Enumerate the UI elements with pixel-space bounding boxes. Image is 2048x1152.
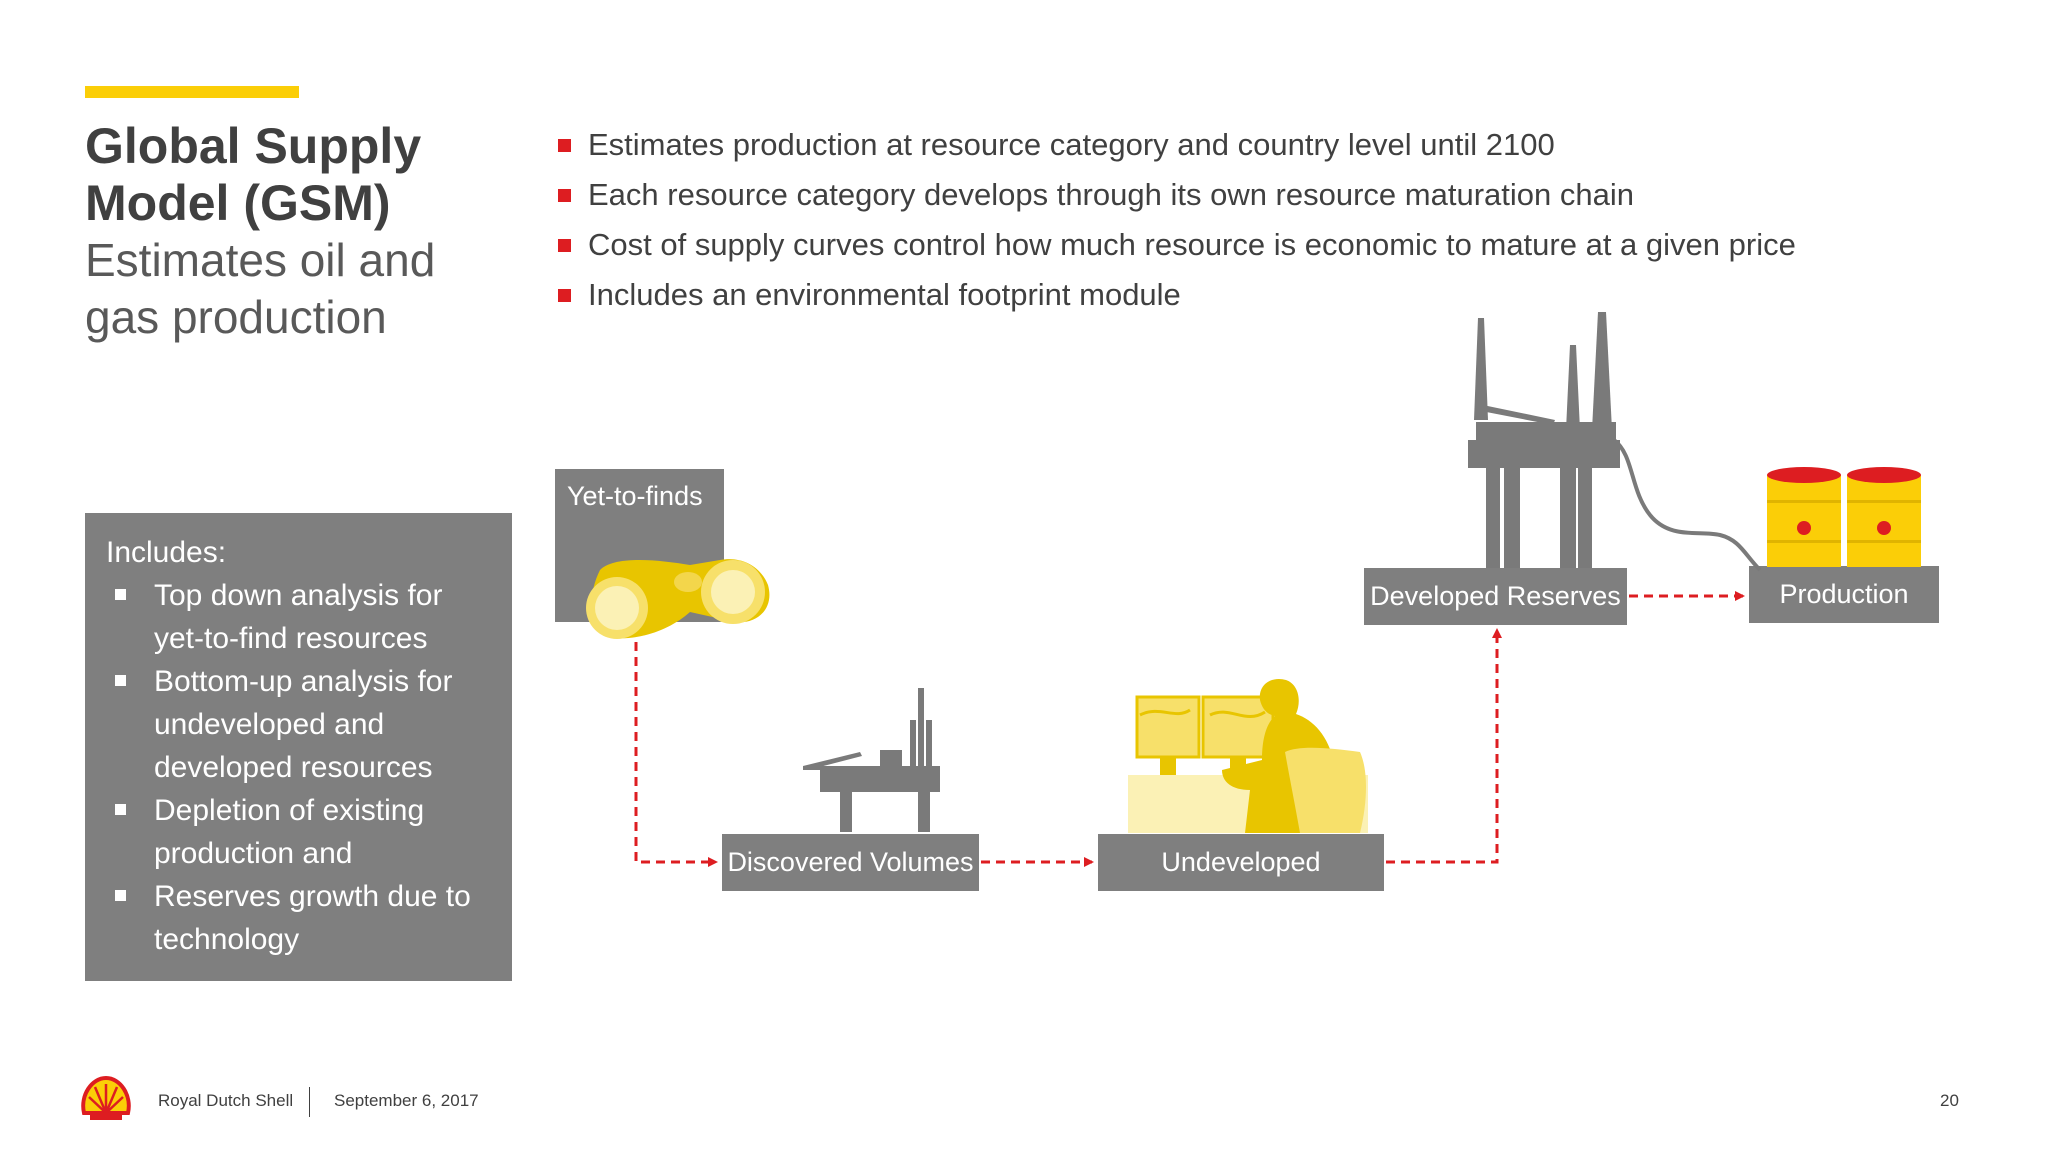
flow-arrows xyxy=(634,591,1745,867)
bullet-square-icon xyxy=(115,675,126,686)
includes-item-text: Top down analysis for yet-to-find resour… xyxy=(154,579,443,655)
title-accent-bar xyxy=(85,86,299,98)
bullet-square-icon xyxy=(115,589,126,600)
includes-list: Top down analysis for yet-to-find resour… xyxy=(106,574,492,961)
includes-panel: Includes: Top down analysis for yet-to-f… xyxy=(85,513,512,981)
includes-item-text: Reserves growth due to technology xyxy=(154,880,471,956)
arrow-undeveloped-to-developed xyxy=(1386,628,1502,864)
node-developed-reserves: Developed Reserves xyxy=(1364,568,1627,625)
includes-item: Top down analysis for yet-to-find resour… xyxy=(106,574,492,660)
key-point: Cost of supply curves control how much r… xyxy=(556,220,1796,270)
oil-barrels-icon xyxy=(1767,467,1921,567)
node-undeveloped: Undeveloped xyxy=(1098,834,1384,891)
includes-item-text: Bottom-up analysis for undeveloped and d… xyxy=(154,665,453,784)
includes-item: Reserves growth due to technology xyxy=(106,875,492,961)
node-yet-to-finds: Yet-to-finds xyxy=(555,469,724,622)
shell-logo-icon xyxy=(81,1075,131,1120)
node-production: Production xyxy=(1749,566,1939,623)
bullet-square-icon xyxy=(115,890,126,901)
node-label: Yet-to-finds xyxy=(567,481,703,511)
slide-title: Global Supply Model (GSM) xyxy=(85,118,422,231)
node-label: Undeveloped xyxy=(1161,847,1321,877)
bullet-square-icon xyxy=(558,289,571,302)
node-label: Discovered Volumes xyxy=(727,847,974,877)
key-point-text: Each resource category develops through … xyxy=(588,177,1634,212)
key-point-text: Estimates production at resource categor… xyxy=(588,127,1555,162)
node-discovered-volumes: Discovered Volumes xyxy=(722,834,979,891)
footer-divider xyxy=(309,1087,310,1117)
key-point: Includes an environmental footprint modu… xyxy=(556,270,1796,320)
key-points-list: Estimates production at resource categor… xyxy=(556,120,1796,320)
arrow-yet-to-discovered xyxy=(634,642,718,867)
includes-item-text: Depletion of existing production and xyxy=(154,794,425,870)
footer-date: September 6, 2017 xyxy=(334,1091,479,1110)
includes-item: Bottom-up analysis for undeveloped and d… xyxy=(106,660,492,789)
key-point: Each resource category develops through … xyxy=(556,170,1796,220)
slide-subtitle: Estimates oil and gas production xyxy=(85,234,436,343)
page-number: 20 xyxy=(1940,1091,1959,1110)
offshore-platform-icon xyxy=(1468,312,1762,572)
includes-title: Includes: xyxy=(106,536,227,569)
key-point: Estimates production at resource categor… xyxy=(556,120,1796,170)
analyst-workstation-icon xyxy=(1128,678,1368,833)
footer-company: Royal Dutch Shell xyxy=(158,1091,294,1110)
includes-item: Depletion of existing production and xyxy=(106,789,492,875)
key-point-text: Includes an environmental footprint modu… xyxy=(588,277,1181,312)
bullet-square-icon xyxy=(558,189,571,202)
node-label: Production xyxy=(1779,579,1909,609)
bullet-square-icon xyxy=(558,139,571,152)
drilling-rig-icon xyxy=(803,688,940,832)
bullet-square-icon xyxy=(558,239,571,252)
node-label: Developed Reserves xyxy=(1370,581,1621,611)
key-point-text: Cost of supply curves control how much r… xyxy=(588,227,1796,262)
bullet-square-icon xyxy=(115,804,126,815)
